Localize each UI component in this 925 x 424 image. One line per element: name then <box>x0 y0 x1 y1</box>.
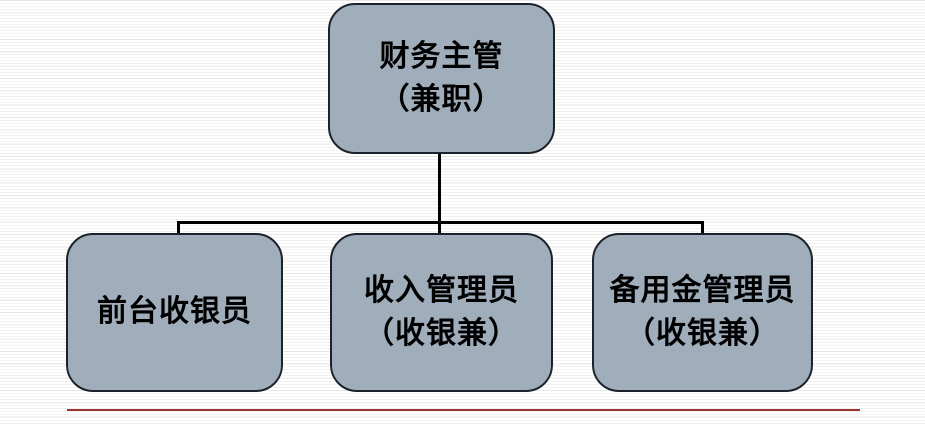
node-label-line: （收银兼） <box>364 316 519 350</box>
org-node-income-admin: 收入管理员 （收银兼） <box>330 233 553 392</box>
node-label-line: （兼职） <box>379 82 504 116</box>
node-label-line: （收银兼） <box>625 316 780 350</box>
node-label-line: 收入管理员 <box>364 273 519 307</box>
connector-drop-left <box>177 221 180 235</box>
connector-root-stem <box>438 154 441 235</box>
node-label-line: 财务主管 <box>379 39 504 73</box>
slide-accent-line <box>67 409 860 411</box>
org-node-front-desk-cashier: 前台收银员 <box>66 233 283 392</box>
node-label-line: 备用金管理员 <box>609 273 796 307</box>
connector-horizontal-bar <box>177 221 704 224</box>
node-label-line: 前台收银员 <box>97 295 252 329</box>
org-node-finance-supervisor: 财务主管 （兼职） <box>328 3 555 154</box>
org-node-petty-cash-admin: 备用金管理员 （收银兼） <box>592 233 813 392</box>
connector-drop-right <box>701 221 704 235</box>
